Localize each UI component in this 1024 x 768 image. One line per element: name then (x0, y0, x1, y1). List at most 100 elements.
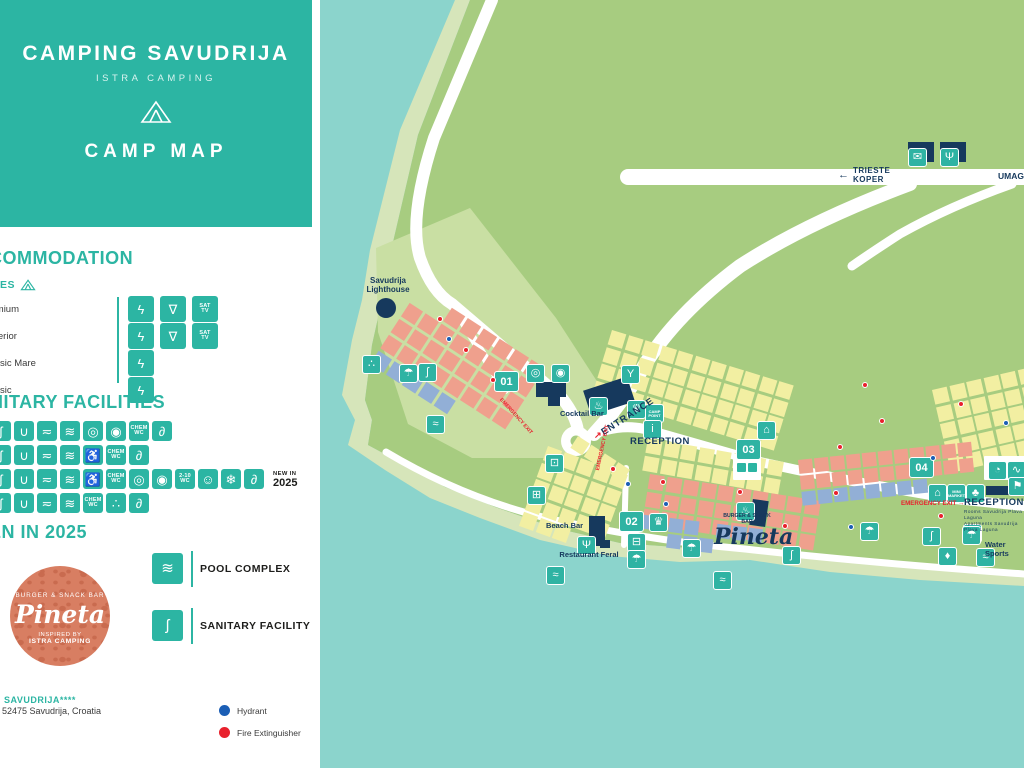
mail-icon: ✉ (908, 148, 927, 167)
pitch (664, 476, 683, 494)
sanitary-heading: SANITARY FACILITIES (0, 392, 166, 412)
pitch (679, 496, 697, 514)
hairdryer-icon: ∂ (129, 445, 149, 465)
building (536, 382, 566, 397)
pitch (716, 484, 734, 503)
pineta-label: Pineta (714, 524, 794, 550)
beach-umbrella-icon: ☂ (399, 364, 418, 383)
pitch (932, 386, 950, 405)
sanitary-block-02: 02 (619, 511, 644, 532)
pineta-badge: BURGER & SNACK BAR Pineta INSPIRED BY IS… (10, 566, 110, 666)
air-conditioning-icon: ❄ (221, 469, 241, 489)
shower-icon: ʃ (0, 469, 11, 489)
washbasin-icon: ∪ (14, 445, 34, 465)
fire-extinguisher-marker (737, 489, 743, 495)
pitch (831, 471, 847, 487)
pitch (1008, 404, 1024, 423)
pitch (766, 459, 784, 477)
pitch (815, 472, 831, 489)
restaurant-icon: Ψ (577, 536, 596, 555)
pitch (1015, 439, 1024, 458)
building (986, 486, 1012, 495)
pitch (801, 490, 817, 506)
pitch (659, 458, 677, 476)
pitch (970, 395, 989, 414)
pitch (666, 533, 682, 550)
pitch (518, 511, 539, 532)
pitch (977, 429, 996, 448)
dryer-icon: ◉ (551, 364, 570, 383)
laundry-icon: ≋ (60, 421, 80, 441)
laundry-icon: ≋ (60, 445, 80, 465)
pitch (768, 493, 786, 511)
resort-name: SAVUDRIJA**** (4, 695, 76, 705)
hydrant-marker (930, 455, 936, 461)
pitch (682, 479, 700, 497)
building (600, 540, 610, 548)
cocktail-bar-label: Cocktail Bar (560, 409, 604, 418)
dryer-icon: ◉ (106, 421, 126, 441)
pitch (758, 376, 777, 395)
accommodation-heading: ACCOMMODATION (0, 248, 134, 268)
building (548, 396, 560, 406)
brand-header: CAMPING SAVUDRIJA ISTRA CAMPING CAMP MAP (0, 0, 312, 227)
pitch (711, 467, 729, 485)
pitch (644, 491, 663, 509)
pitch (657, 345, 677, 365)
pitch (724, 365, 744, 385)
beach-bar-label: Beach Bar (546, 521, 584, 530)
burger-icon: ♨ (736, 502, 755, 521)
shower-icon: ʃ (0, 421, 11, 441)
pitch (736, 387, 756, 407)
pitch (642, 455, 660, 473)
pitch-type-label: Classic (0, 385, 12, 396)
pitch (1017, 366, 1024, 385)
water-icon: ∇ (160, 323, 186, 349)
facility-icon (748, 462, 757, 472)
tent-icon (0, 100, 312, 129)
pitch (602, 486, 622, 506)
pitch (681, 389, 700, 408)
lighthouse-dot (376, 298, 396, 318)
shower-icon: ʃ (782, 546, 801, 565)
pitch (696, 499, 714, 517)
sports-icon: ⊡ (545, 454, 564, 473)
pitch (942, 459, 959, 475)
fire-extinguisher-dot (219, 727, 230, 738)
fire-extinguisher-marker (833, 490, 839, 496)
cocktail-icon: Y (621, 365, 640, 384)
reception-label: RECEPTION (630, 436, 690, 447)
fire-extinguisher-marker (782, 523, 788, 529)
pitch (692, 410, 712, 430)
pitches-subheading: PITCHES (0, 279, 36, 291)
fire-extinguisher-marker (437, 316, 443, 322)
tent-icon (20, 279, 36, 291)
hydrant-marker (1003, 420, 1009, 426)
pitch (683, 519, 700, 536)
pitch (1004, 387, 1023, 406)
emergency-arrow-icon: ↗ (594, 430, 602, 440)
pitch (912, 478, 929, 495)
hydrant-marker (446, 336, 452, 342)
emergency-exit-label: EMERGENCY EXIT → (901, 500, 965, 507)
sanitary-icon: ʃ (152, 610, 183, 641)
pitch (817, 488, 833, 505)
pitch (966, 378, 985, 397)
fire-extinguisher-marker (958, 401, 964, 407)
laundry-icon: ≋ (60, 469, 80, 489)
legend-sidebar: CAMPING SAVUDRIJA ISTRA CAMPING CAMP MAP… (0, 0, 320, 768)
pitch (624, 335, 644, 354)
badge-sub1: INSPIRED BY (38, 632, 82, 638)
surf-icon: ≈ (976, 548, 995, 567)
hairdryer-icon: ∂ (244, 469, 264, 489)
pitch (798, 458, 814, 474)
open-2025-heading: OPEN IN 2025 (0, 522, 88, 542)
pitch (845, 453, 862, 469)
pitch (956, 416, 975, 435)
